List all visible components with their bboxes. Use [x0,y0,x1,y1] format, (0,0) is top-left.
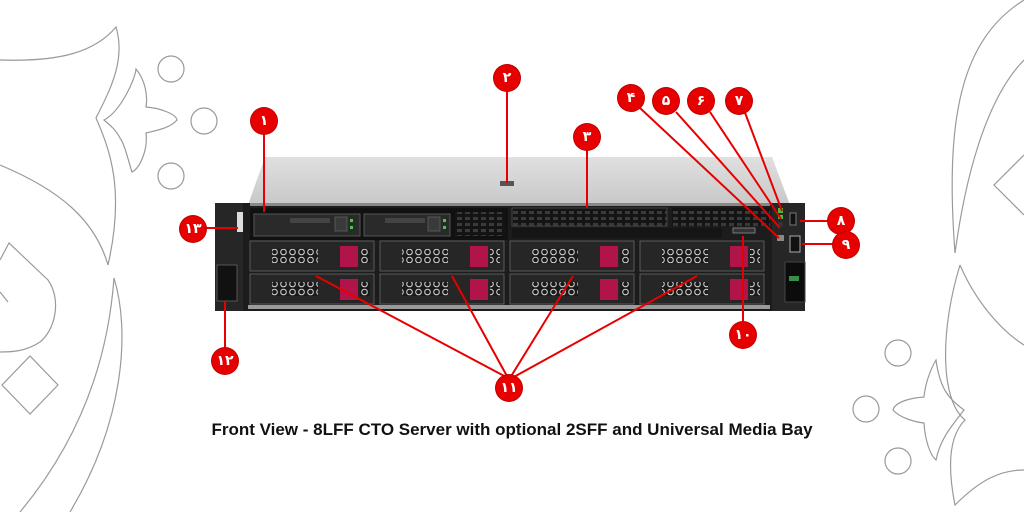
server-logo-badge [500,181,514,186]
sff-drive-bay-1 [253,213,361,237]
leader-line-6 [709,111,782,220]
callout-10: ۱۰ [730,322,756,348]
drive-release-latch [470,279,488,300]
leader-line-4 [639,107,780,239]
lff-drive-bays [249,240,765,305]
universal-media-bay [511,207,668,227]
drive-release-latch [600,246,618,267]
ornament-right-circle [884,447,912,475]
lff-drive-bay-4 [639,240,765,272]
ornament-right-top-leaf [951,0,1024,254]
ornament-left-drop [0,242,57,353]
leader-line-11c [509,275,574,379]
lff-drive-bay-6 [379,273,505,305]
lff-drive-bay-1 [249,240,375,272]
ornament-right-star [892,358,965,462]
leader-line-11a [315,275,509,379]
server-top-cover [248,157,790,205]
callout-9: ۹ [833,232,859,258]
drive-vent-grille [662,282,708,296]
callout-13: ۱۳ [180,216,206,242]
ornament-right-bottom-leaf [945,264,1024,507]
ornament-right-circle [852,395,880,423]
drive-release-latch [730,246,748,267]
lff-drive-bay-2 [379,240,505,272]
display-port [732,227,756,234]
uid-button [777,235,784,241]
lff-drive-bay-8 [639,273,765,305]
leader-line-11b [451,275,509,379]
callout-8: ۸ [828,208,854,234]
drive-vent-grille [272,282,318,296]
drive-vent-grille [532,282,578,296]
drive-vent-grille [402,249,448,263]
ornament-left-diamond [1,355,59,415]
ornament-left-circle [157,55,185,83]
nic-status-led [778,222,783,226]
ornament-right-circle [884,339,912,367]
callout-4: ۴ [618,85,644,111]
ornament-left-star [102,67,178,173]
leader-line-7 [743,109,783,212]
callout-11: ۱۱ [496,375,522,401]
figure-caption: Front View - 8LFF CTO Server with option… [211,420,813,439]
serial-label-pull-tab [216,264,238,302]
ornament-left-circle [190,107,218,135]
drive-release-latch [600,279,618,300]
drive-release-latch [340,279,358,300]
callout-3: ۳ [574,124,600,150]
callout-5: ۵ [653,88,679,114]
leader-line-11d [511,275,698,379]
drive-release-latch [340,246,358,267]
lff-drive-bay-5 [249,273,375,305]
drive-vent-grille [662,249,708,263]
drive-vent-grille [272,249,318,263]
left-ear-handle [237,212,243,232]
drive-release-latch [470,246,488,267]
callout-2: ۲ [494,65,520,91]
usb-port [789,235,801,253]
drive-release-latch [730,279,748,300]
power-button-led [778,208,783,213]
callout-1: ۱ [251,108,277,134]
ornament-left-stem [0,291,9,303]
ornament-left-top-leaf [0,25,120,266]
callout-7: ۷ [726,88,752,114]
pull-tab [784,261,806,303]
drive-vent-grille [532,249,578,263]
lff-drive-bay-3 [509,240,635,272]
ornament-left-circle [157,162,185,190]
ornament-left-bottom-leaf [19,277,123,512]
callout-6: ۶ [688,88,714,114]
drive-vent-grille [402,282,448,296]
ilo-service-port [789,212,797,226]
callout-12: ۱۲ [212,348,238,374]
ornament-right-diamond [993,154,1024,216]
leader-line-5 [675,111,781,229]
